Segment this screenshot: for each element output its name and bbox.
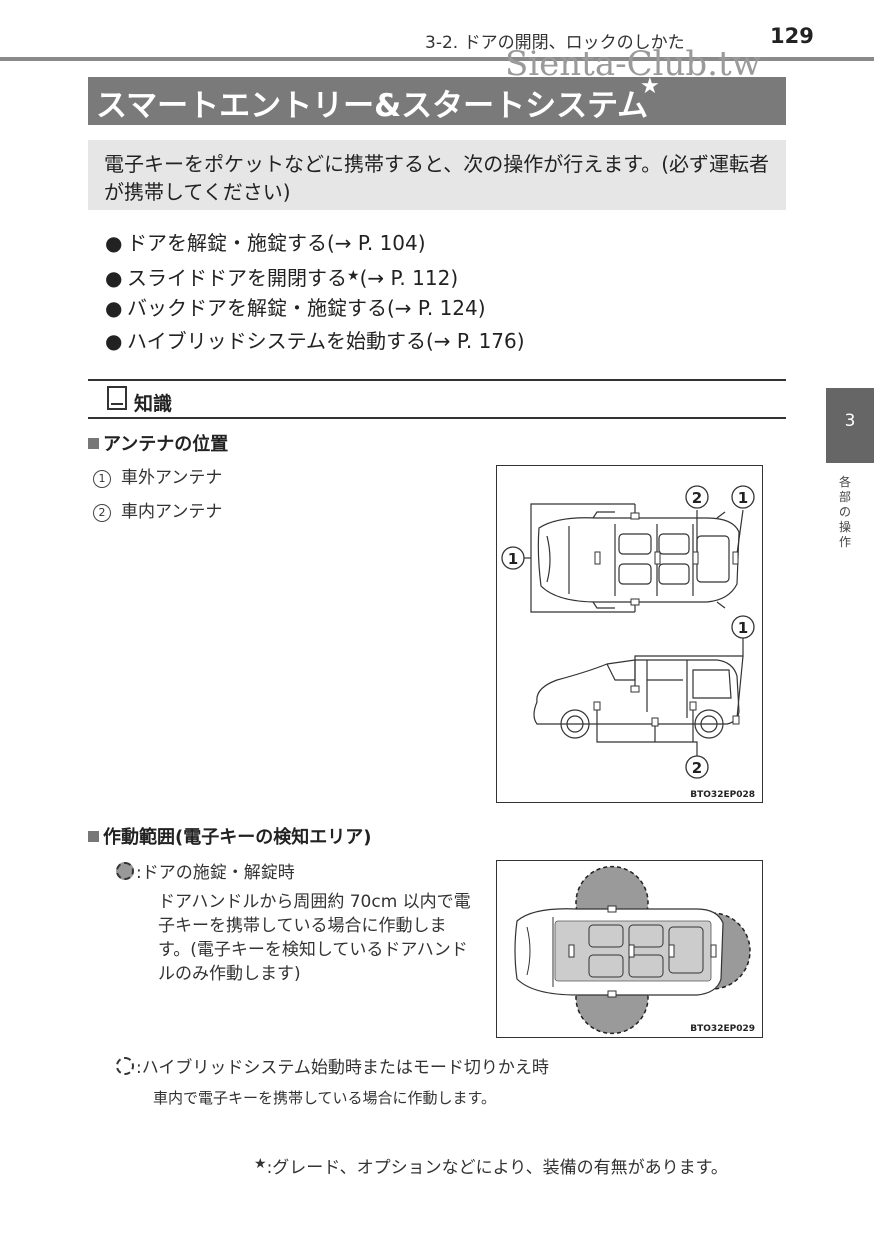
header-rule [0,57,874,61]
callout-circles [501,485,755,779]
antenna-markers-top [594,512,739,606]
page-number: 129 [770,24,814,48]
range-item-1-label: :ドアの施錠・解錠時 [136,863,295,883]
list-item-text: ドアを解錠・施錠する(→ P. 104) [127,231,426,255]
chapter-tab[interactable]: 3 [826,388,874,463]
antenna-figure: 2 1 1 1 2 BTO32EP028 [496,465,763,803]
list-item: ●ハイブリッドシステムを始動する(→ P. 176) [105,326,525,359]
dashed-circle-icon [116,1057,134,1075]
bullet-icon: ● [105,265,123,290]
range-heading-text: 作動範囲(電子キーの検知エリア) [103,827,372,848]
chapter-tab-label: 各部の操作 [838,475,851,549]
callout-2-label: 2 [692,489,702,507]
list-item: ●バックドアを解錠・施錠する(→ P. 124) [105,293,525,326]
antenna-heading: アンテナの位置 [88,430,228,456]
star-mark: ★ [347,267,360,284]
range-item-2-label: :ハイブリッドシステム始動時またはモード切りかえ時 [136,1058,549,1078]
title-star: ★ [640,74,660,99]
figure-code: BTO32EP028 [690,790,755,800]
antenna-markers [568,905,717,998]
watermark: Sienta-Club.tw [505,44,761,84]
range-item-2: :ハイブリッドシステム始動時またはモード切りかえ時 [116,1053,549,1078]
intro-box [88,140,786,210]
range-figure: BTO32EP029 [496,860,763,1038]
list-item: ●スライドドアを開閉する★(→ P. 112) [105,261,525,294]
range-diagram: BTO32EP029 [514,865,755,1035]
section-rule-top [88,379,786,381]
detection-areas [575,865,751,1035]
antenna-legend-label: 車内アンテナ [121,502,223,522]
dashed-filled-circle-icon [116,862,134,880]
list-item: ●ドアを解錠・施錠する(→ P. 104) [105,228,525,261]
callout-1-label: 1 [508,550,518,568]
section-rule-bottom [88,417,786,419]
callout-lines-side [596,638,744,766]
circled-number: 2 [93,504,111,522]
callout-1-label: 1 [738,489,748,507]
footnote-text: :グレード、オプションなどにより、装備の有無があります。 [266,1158,728,1178]
callout-lines-top [519,503,744,613]
intro-text: 電子キーをポケットなどに携帯すると、次の操作が行えます。(必ず運転者が携帯してく… [104,152,770,204]
antenna-heading-text: アンテナの位置 [103,434,229,455]
knowledge-label: 知識 [134,393,173,415]
bullet-icon: ● [105,296,123,320]
car-top-view [537,511,740,609]
list-item-ref: (→ P. 112) [359,265,459,290]
car-side-view [533,659,740,739]
range-item-1: :ドアの施錠・解錠時 [116,858,295,883]
range-item-2-desc: 車内で電子キーを携帯している場合に作動します。 [153,1089,497,1107]
antenna-legend-1: 1 車外アンテナ [93,463,222,488]
list-item-text: スライドドアを開閉する [127,265,347,290]
figure-code: BTO32EP029 [690,1024,755,1034]
antenna-diagram: 2 1 1 1 2 BTO32EP028 [501,485,755,800]
list-item-text: バックドアを解錠・施錠する(→ P. 124) [127,296,486,320]
page-title: スマートエントリー&スタートシステム [96,88,649,124]
antenna-legend-2: 2 車内アンテナ [93,497,222,522]
square-icon [88,831,99,842]
list-item-text: ハイブリッドシステムを始動する(→ P. 176) [127,328,525,353]
title-band [88,77,786,125]
operation-list: ●ドアを解錠・施錠する(→ P. 104) ●スライドドアを開閉する★(→ P.… [105,228,525,358]
footnote: ★:グレード、オプションなどにより、装備の有無があります。 [254,1153,728,1178]
star-mark: ★ [254,1156,267,1172]
bullet-icon: ● [105,328,123,353]
circled-number: 1 [93,470,111,488]
callout-1-label: 1 [738,619,748,637]
antenna-legend-label: 車外アンテナ [121,468,223,488]
range-heading: 作動範囲(電子キーの検知エリア) [88,823,371,849]
bullet-icon: ● [105,231,123,255]
memo-icon [107,386,127,410]
square-icon [88,438,99,449]
antenna-markers-side [593,685,740,727]
range-item-1-desc: ドアハンドルから周囲約 70cm 以内で電子キーを携帯している場合に作動します。… [158,892,471,984]
section-header: 3-2. ドアの開閉、ロックのしかた [425,33,685,53]
callout-2-label: 2 [692,759,702,777]
